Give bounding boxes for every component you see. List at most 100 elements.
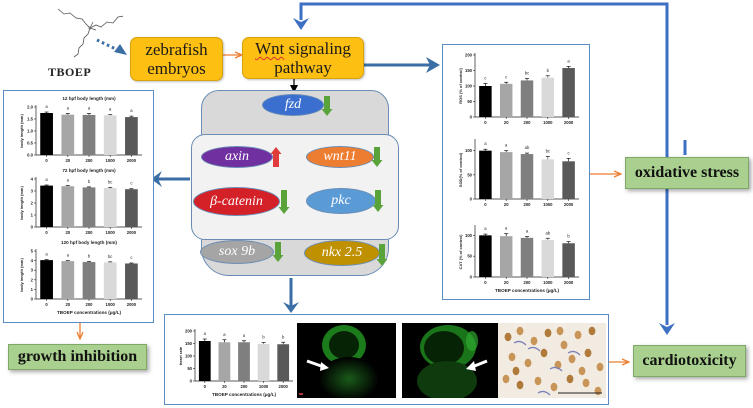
significance-letter: c xyxy=(484,76,486,81)
gene-sox9b-label: sox 9b xyxy=(218,244,256,259)
cell-nucleus xyxy=(574,330,582,340)
bar xyxy=(479,86,492,117)
bar xyxy=(479,150,492,199)
y-axis-label: body length (mm) xyxy=(19,186,24,220)
cell-nucleus xyxy=(534,376,542,386)
x-tick-label: 1000 xyxy=(543,202,553,207)
significance-letter: a xyxy=(67,177,70,182)
x-tick-label: 0 xyxy=(45,302,48,307)
cell-nucleus xyxy=(508,352,516,362)
gene-fzd-label: fzd xyxy=(284,97,302,112)
gene-bcatenin: β-catenin xyxy=(193,187,280,216)
y-tick-label: 50 xyxy=(467,172,472,177)
significance-letter: c xyxy=(505,74,507,79)
cell-nucleus xyxy=(588,326,596,336)
zebrafish-embryos-box: zebrafish embryos xyxy=(130,37,223,81)
fluorescence-image-treated xyxy=(402,323,498,398)
heart-fluorescence-1 xyxy=(299,325,379,398)
y-tick-label: 2.0 xyxy=(27,105,33,110)
bar xyxy=(562,243,575,277)
y-axis-label: body length (mm) xyxy=(19,258,24,292)
x-tick-label: 200 xyxy=(524,280,532,285)
significance-letter: b xyxy=(547,68,550,73)
bar xyxy=(103,188,117,227)
y-tick-label: 200 xyxy=(185,329,193,334)
y-tick-label: 0 xyxy=(31,297,34,302)
oxidative-stress-box: oxidative stress xyxy=(625,157,749,189)
x-tick-label: 2000 xyxy=(127,158,137,163)
y-tick-label: 4 xyxy=(31,177,34,182)
y-tick-label: 0 xyxy=(190,379,193,384)
y-tick-label: 3 xyxy=(31,268,34,273)
bar xyxy=(125,117,138,155)
x-tick-label: 2000 xyxy=(127,230,137,235)
gene-nkx25: nkx 2.5 xyxy=(304,240,380,266)
y-axis-label: SOD(% of control) xyxy=(458,152,463,187)
cell-nucleus xyxy=(512,366,520,376)
cell-nucleus xyxy=(560,340,568,350)
significance-letter: c xyxy=(568,150,570,155)
significance-letter: bc xyxy=(546,148,550,153)
bar xyxy=(520,154,534,199)
gene-pkc: pkc xyxy=(306,188,376,214)
x-tick-label: 200 xyxy=(86,158,94,163)
significance-letter: b xyxy=(567,234,570,239)
bar xyxy=(82,262,96,299)
wnt-line2: pathway xyxy=(274,58,332,77)
significance-letter: bc xyxy=(525,71,529,76)
x-tick-label: 0 xyxy=(45,230,48,235)
x-axis-label: TBOEP concentrations (μg/L) xyxy=(495,288,559,293)
y-tick-label: 100 xyxy=(185,354,193,359)
cell-nucleus xyxy=(524,358,532,368)
bar xyxy=(61,261,75,299)
y-tick-label: 0 xyxy=(470,115,473,120)
cell-nucleus xyxy=(582,378,590,388)
y-tick-label: 4 xyxy=(31,258,34,263)
stained-fiber xyxy=(513,340,527,346)
y-tick-label: 50 xyxy=(187,366,192,371)
cell-nucleus xyxy=(502,374,510,384)
cell-nucleus xyxy=(550,382,558,392)
bar xyxy=(499,83,513,117)
gene-pkc-label: pkc xyxy=(331,193,351,208)
significance-letter: a xyxy=(67,105,70,110)
x-tick-label: 20 xyxy=(65,158,70,163)
cell-nucleus xyxy=(504,332,512,342)
x-tick-label: 20 xyxy=(504,280,509,285)
significance-letter: a xyxy=(243,333,246,338)
x-tick-label: 20 xyxy=(65,302,70,307)
x-tick-label: 20 xyxy=(504,120,509,125)
cell-nucleus xyxy=(556,326,564,336)
bar xyxy=(82,114,96,155)
significance-letter: a xyxy=(45,177,48,182)
wnt-rest: signaling xyxy=(284,39,351,58)
significance-letter: bc xyxy=(108,179,112,184)
y-tick-label: 200 xyxy=(465,53,473,58)
stained-fiber xyxy=(549,366,563,372)
bar xyxy=(125,189,138,227)
bar xyxy=(103,262,117,299)
bar xyxy=(520,80,534,117)
bar xyxy=(82,187,96,227)
x-tick-label: 2000 xyxy=(279,384,289,389)
x-tick-label: 0 xyxy=(484,120,487,125)
x-tick-label: 0 xyxy=(484,202,487,207)
heart-fluorescence-2 xyxy=(417,325,488,398)
cell-nucleus xyxy=(530,336,538,346)
bar xyxy=(40,260,53,299)
significance-letter: a xyxy=(223,332,226,337)
x-tick-label: 200 xyxy=(241,384,249,389)
histology-image xyxy=(498,323,606,398)
chart-12hpf: 12 hpf body length (mm)0.00.51.01.52.0bo… xyxy=(19,96,142,163)
bar xyxy=(562,68,575,117)
significance-letter: b xyxy=(88,253,91,258)
cell-nucleus xyxy=(578,366,586,376)
cell-nucleus xyxy=(544,328,552,338)
significance-letter: a xyxy=(204,331,207,336)
